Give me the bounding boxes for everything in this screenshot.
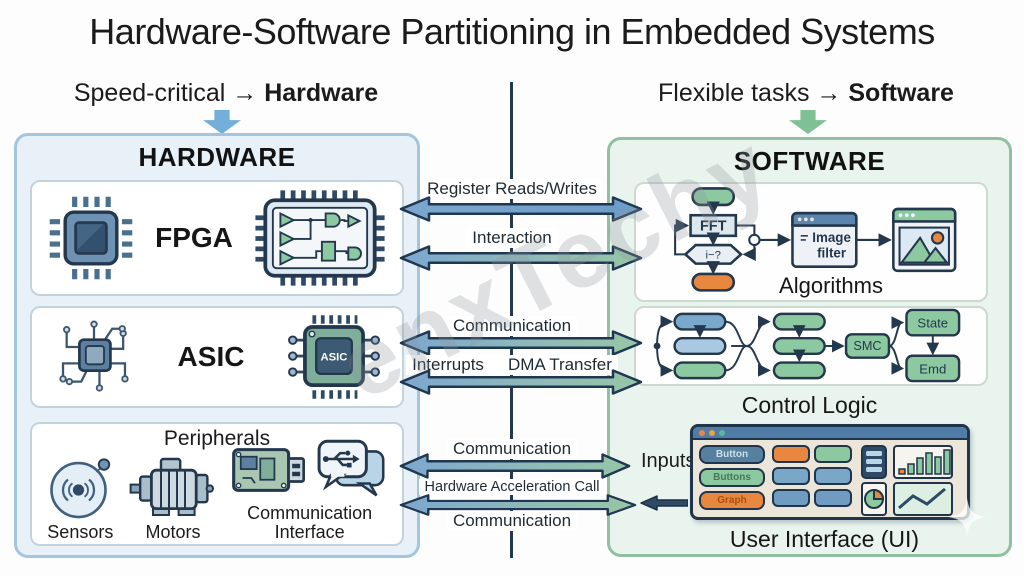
ui-buttons: Buttons	[699, 468, 765, 487]
ui-button: Button	[699, 445, 765, 464]
ui-icon-grid	[859, 445, 954, 516]
interrupts-label: Interrupts	[412, 355, 484, 374]
usb-bubble-icon	[317, 439, 385, 497]
ui-grid-cell	[814, 489, 852, 507]
control-logic-box: SMC State Emd	[634, 306, 988, 386]
pcb-connector-icon	[231, 448, 305, 492]
user-interface-label: User Interface (UI)	[729, 526, 920, 552]
fpga-box: FPGA	[30, 180, 404, 296]
state-node-text: State	[917, 315, 948, 330]
register-reads-writes-arrow	[398, 196, 644, 222]
ui-widget-grid	[772, 445, 852, 516]
window-dot-icon	[709, 429, 715, 436]
communication-interface-item: Communication Interface	[230, 436, 390, 542]
peripherals-box: Peripherals Sensors	[30, 422, 404, 546]
ui-button-column: Button Buttons Graph	[699, 445, 765, 516]
ui-grid-cell	[772, 445, 810, 463]
down-arrow-icon	[789, 110, 827, 134]
image-filter-text-line1: Image	[812, 230, 851, 245]
down-arrow-icon	[203, 110, 241, 134]
communication-interface-label-line2: Interface	[274, 522, 345, 542]
line-chart-icon	[893, 482, 953, 516]
bus-label-communication-2: Communication	[404, 439, 620, 459]
ui-grid-cell	[814, 445, 852, 463]
bus-label-communication-1: Communication	[404, 316, 620, 336]
software-panel: SOFTWARE FFT i−?	[607, 137, 1012, 557]
image-filter-text-line2: filter	[817, 245, 846, 260]
motors-label: Motors	[145, 522, 201, 542]
algorithms-label: Algorithms	[779, 273, 883, 298]
interaction-arrow	[398, 245, 644, 271]
algorithms-box: FFT i−? Image filter	[634, 182, 988, 302]
communication-arrow-2	[398, 453, 632, 479]
left-header-text: Speed-critical	[73, 79, 226, 107]
asic-chip-text: ASIC	[321, 351, 348, 363]
chip-icon	[49, 196, 133, 280]
sensor-icon	[50, 458, 111, 519]
right-arrow-glyph: →	[232, 79, 258, 107]
bar-chart-icon	[893, 445, 953, 479]
asic-chip-icon: ASIC	[288, 315, 380, 399]
ui-mock-window: Button Buttons Graph	[690, 424, 970, 520]
ui-grid-cell	[772, 467, 810, 485]
interrupts-dma-arrow	[398, 369, 644, 395]
ui-grid-cell	[814, 467, 852, 485]
peripherals-row: Sensors	[32, 439, 402, 542]
algorithms-flowchart: FFT i−? Image filter	[674, 187, 957, 292]
bus-label-register: Register Reads/Writes	[404, 179, 620, 199]
motor-icon	[129, 457, 214, 516]
bus-label-interrupts-dma: Interrupts DMA Transfer	[404, 355, 620, 375]
bus-label-communication-3: Communication	[404, 511, 620, 531]
right-header-text: Flexible tasks	[658, 79, 810, 107]
hardware-panel: HARDWARE FPGA	[14, 133, 420, 558]
bus-label-interaction: Interaction	[404, 228, 620, 248]
sensors-item: Sensors	[44, 451, 116, 542]
sensors-label: Sensors	[47, 522, 114, 542]
bus-label-hw-acceleration: Hardware Acceleration Call	[404, 479, 620, 495]
right-column-header: Flexible tasks → Software	[588, 79, 1024, 108]
communication-interface-label: Communication Interface	[247, 504, 372, 542]
ui-to-bus-arrow	[640, 495, 688, 511]
dma-transfer-label: DMA Transfer	[507, 355, 612, 374]
control-logic-flowchart: SMC State Emd	[653, 308, 961, 383]
fpga-logic-icon	[255, 190, 385, 286]
software-panel-title: SOFTWARE	[733, 146, 886, 176]
fft-node-text: FFT	[700, 219, 727, 235]
ui-grid-cell	[772, 489, 810, 507]
right-arrow-glyph: →	[816, 79, 842, 107]
left-column-header: Speed-critical → Hardware	[16, 79, 436, 108]
pie-chart-icon	[861, 482, 887, 516]
inputs-label: Inputs	[641, 450, 696, 472]
smc-node-text: SMC	[853, 339, 881, 353]
ui-window-titlebar	[693, 427, 967, 440]
communication-interface-label-line1: Communication	[247, 503, 373, 523]
window-dot-icon	[699, 429, 705, 436]
control-logic-label: Control Logic	[741, 392, 878, 418]
sparkle-icon	[948, 498, 986, 536]
motors-item: Motors	[129, 451, 217, 542]
condition-node-text: i−?	[705, 249, 720, 261]
communication-arrow-1	[398, 330, 644, 356]
list-icon	[861, 445, 887, 479]
hardware-panel-title: HARDWARE	[138, 142, 296, 172]
emd-node-text: Emd	[919, 361, 946, 376]
hardware-acceleration-arrow	[398, 494, 638, 516]
peripherals-title: Peripherals	[163, 427, 271, 450]
circuit-trace-chip-icon	[59, 320, 129, 392]
window-dot-icon	[719, 429, 725, 436]
ui-window-body: Button Buttons Graph	[693, 440, 967, 521]
ui-graph-button: Graph	[699, 491, 765, 510]
page-title: Hardware-Software Partitioning in Embedd…	[89, 11, 935, 52]
right-header-target: Software	[848, 79, 954, 107]
asic-box: ASIC ASIC	[30, 306, 404, 408]
fpga-label: FPGA	[155, 222, 233, 253]
asic-label: ASIC	[177, 341, 245, 372]
left-header-target: Hardware	[264, 79, 379, 107]
